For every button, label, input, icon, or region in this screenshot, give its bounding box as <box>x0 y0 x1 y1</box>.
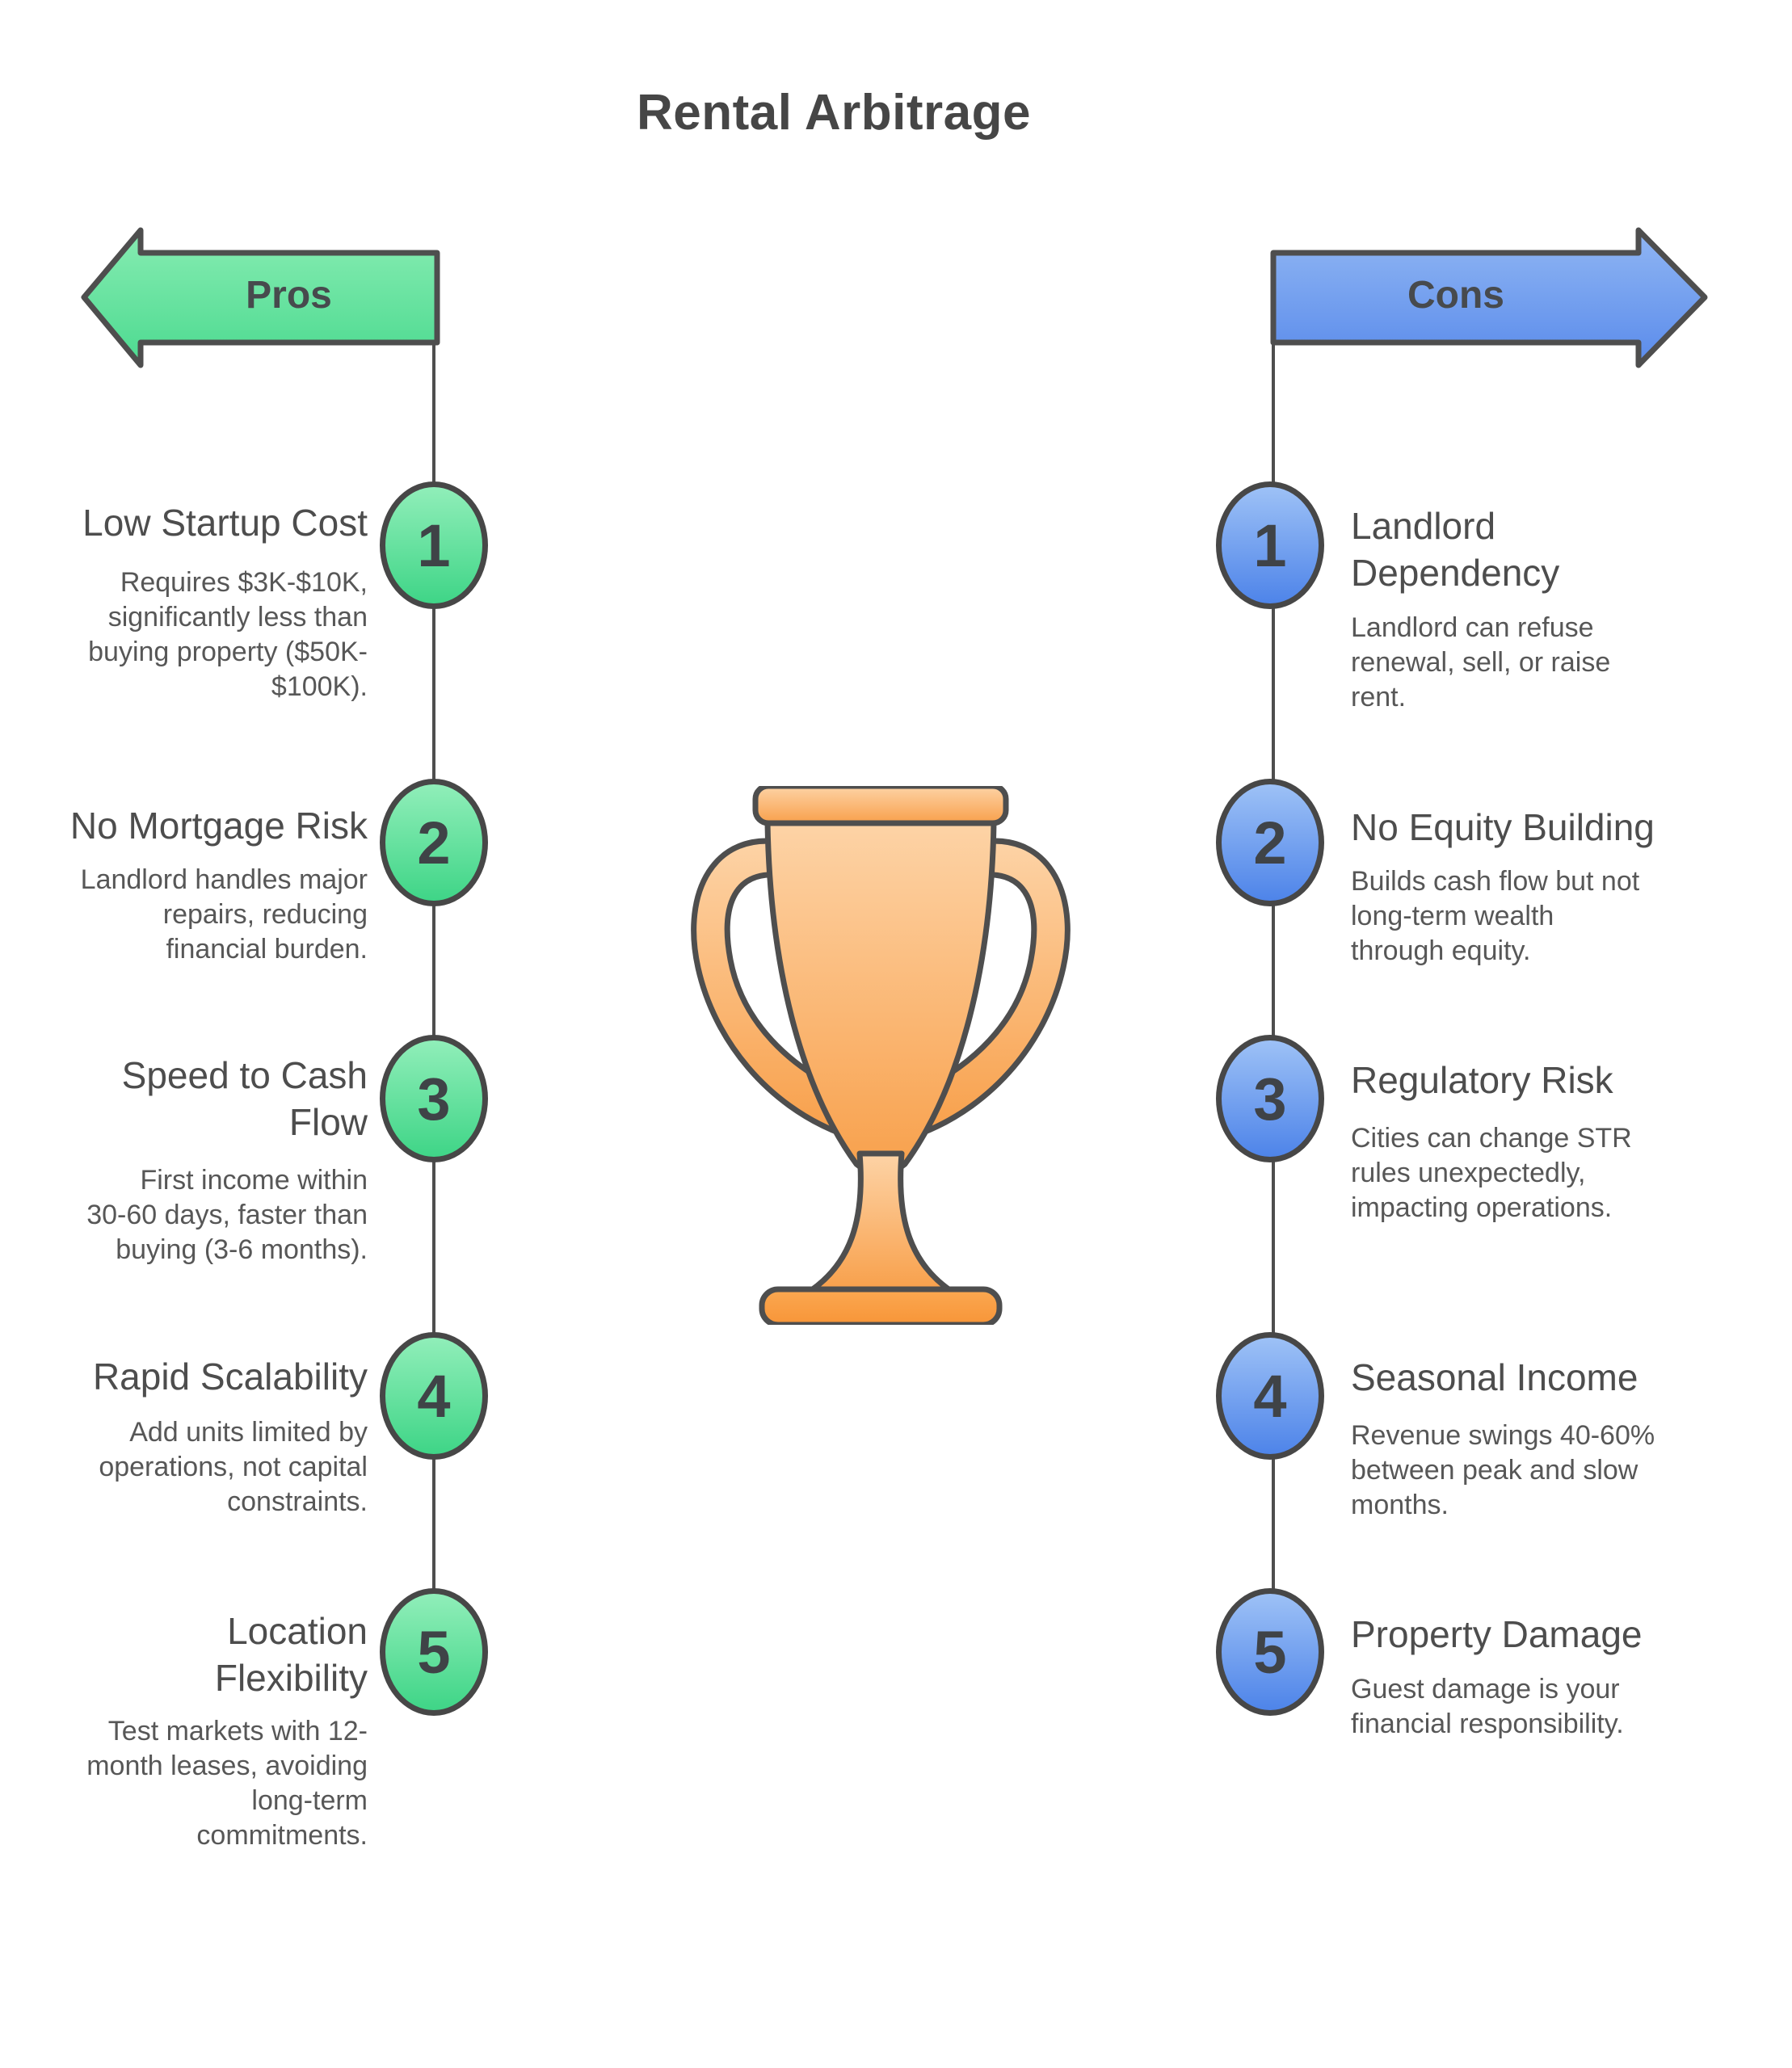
cons-connector-line <box>1272 343 1275 1652</box>
step-number: 5 <box>417 1618 451 1686</box>
cons-item-description: Guest damage is your financial responsib… <box>1351 1674 1624 1739</box>
cons-step-5-marker: 5 <box>1216 1588 1324 1716</box>
step-number: 4 <box>417 1362 451 1430</box>
step-number: 5 <box>1253 1618 1287 1686</box>
pros-item-title: Location Flexibility <box>214 1610 368 1699</box>
cons-header-label: Cons <box>1407 274 1504 317</box>
step-number: 1 <box>417 511 451 579</box>
pros-step-1-marker: 1 <box>380 481 488 609</box>
cons-arrow <box>1270 227 1708 368</box>
step-number: 4 <box>1253 1362 1287 1430</box>
pros-item-title: Rapid Scalability <box>92 1356 368 1398</box>
trophy-icon <box>691 786 1071 1325</box>
pros-item-description: First income within 30-60 days, faster t… <box>86 1165 368 1265</box>
cons-step-4-marker: 4 <box>1216 1332 1324 1460</box>
pros-step-2-marker: 2 <box>380 779 488 906</box>
pros-item-title: Low Startup Cost <box>82 502 368 544</box>
pros-step-4-marker: 4 <box>380 1332 488 1460</box>
step-number: 1 <box>1253 511 1287 579</box>
pros-item-title: No Mortgage Risk <box>69 805 368 847</box>
cons-item-title: Property Damage <box>1351 1613 1643 1655</box>
pros-item-title: Speed to Cash Flow <box>121 1054 368 1143</box>
pros-step-3-marker: 3 <box>380 1035 488 1162</box>
cons-step-1-marker: 1 <box>1216 481 1324 609</box>
step-number: 3 <box>1253 1065 1287 1133</box>
pros-item-description: Add units limited by operations, not cap… <box>99 1417 368 1517</box>
cons-item-description: Landlord can refuse renewal, sell, or ra… <box>1351 612 1611 712</box>
pros-connector-line <box>432 343 435 1652</box>
cons-step-3-marker: 3 <box>1216 1035 1324 1162</box>
cons-item-title: No Equity Building <box>1351 806 1655 848</box>
cons-item-description: Cities can change STR rules unexpectedly… <box>1351 1123 1632 1223</box>
step-number: 3 <box>417 1065 451 1133</box>
cons-item-description: Revenue swings 40-60% between peak and s… <box>1351 1420 1655 1520</box>
pros-arrow <box>81 227 440 368</box>
cons-item-title: Seasonal Income <box>1351 1356 1638 1398</box>
pros-item-description: Landlord handles major repairs, reducing… <box>80 864 368 965</box>
cons-item-title: Regulatory Risk <box>1351 1059 1613 1101</box>
cons-item-title: Landlord Dependency <box>1351 505 1560 594</box>
page-title: Rental Arbitrage <box>636 85 1031 141</box>
pros-header-label: Pros <box>246 274 332 317</box>
cons-step-2-marker: 2 <box>1216 779 1324 906</box>
step-number: 2 <box>1253 809 1287 876</box>
cons-item-description: Builds cash flow but not long-term wealt… <box>1351 866 1640 966</box>
pros-step-5-marker: 5 <box>380 1588 488 1716</box>
pros-item-description: Requires $3K-$10K, significantly less th… <box>88 567 368 702</box>
pros-item-description: Test markets with 12- month leases, avoi… <box>86 1716 368 1851</box>
step-number: 2 <box>417 809 451 876</box>
